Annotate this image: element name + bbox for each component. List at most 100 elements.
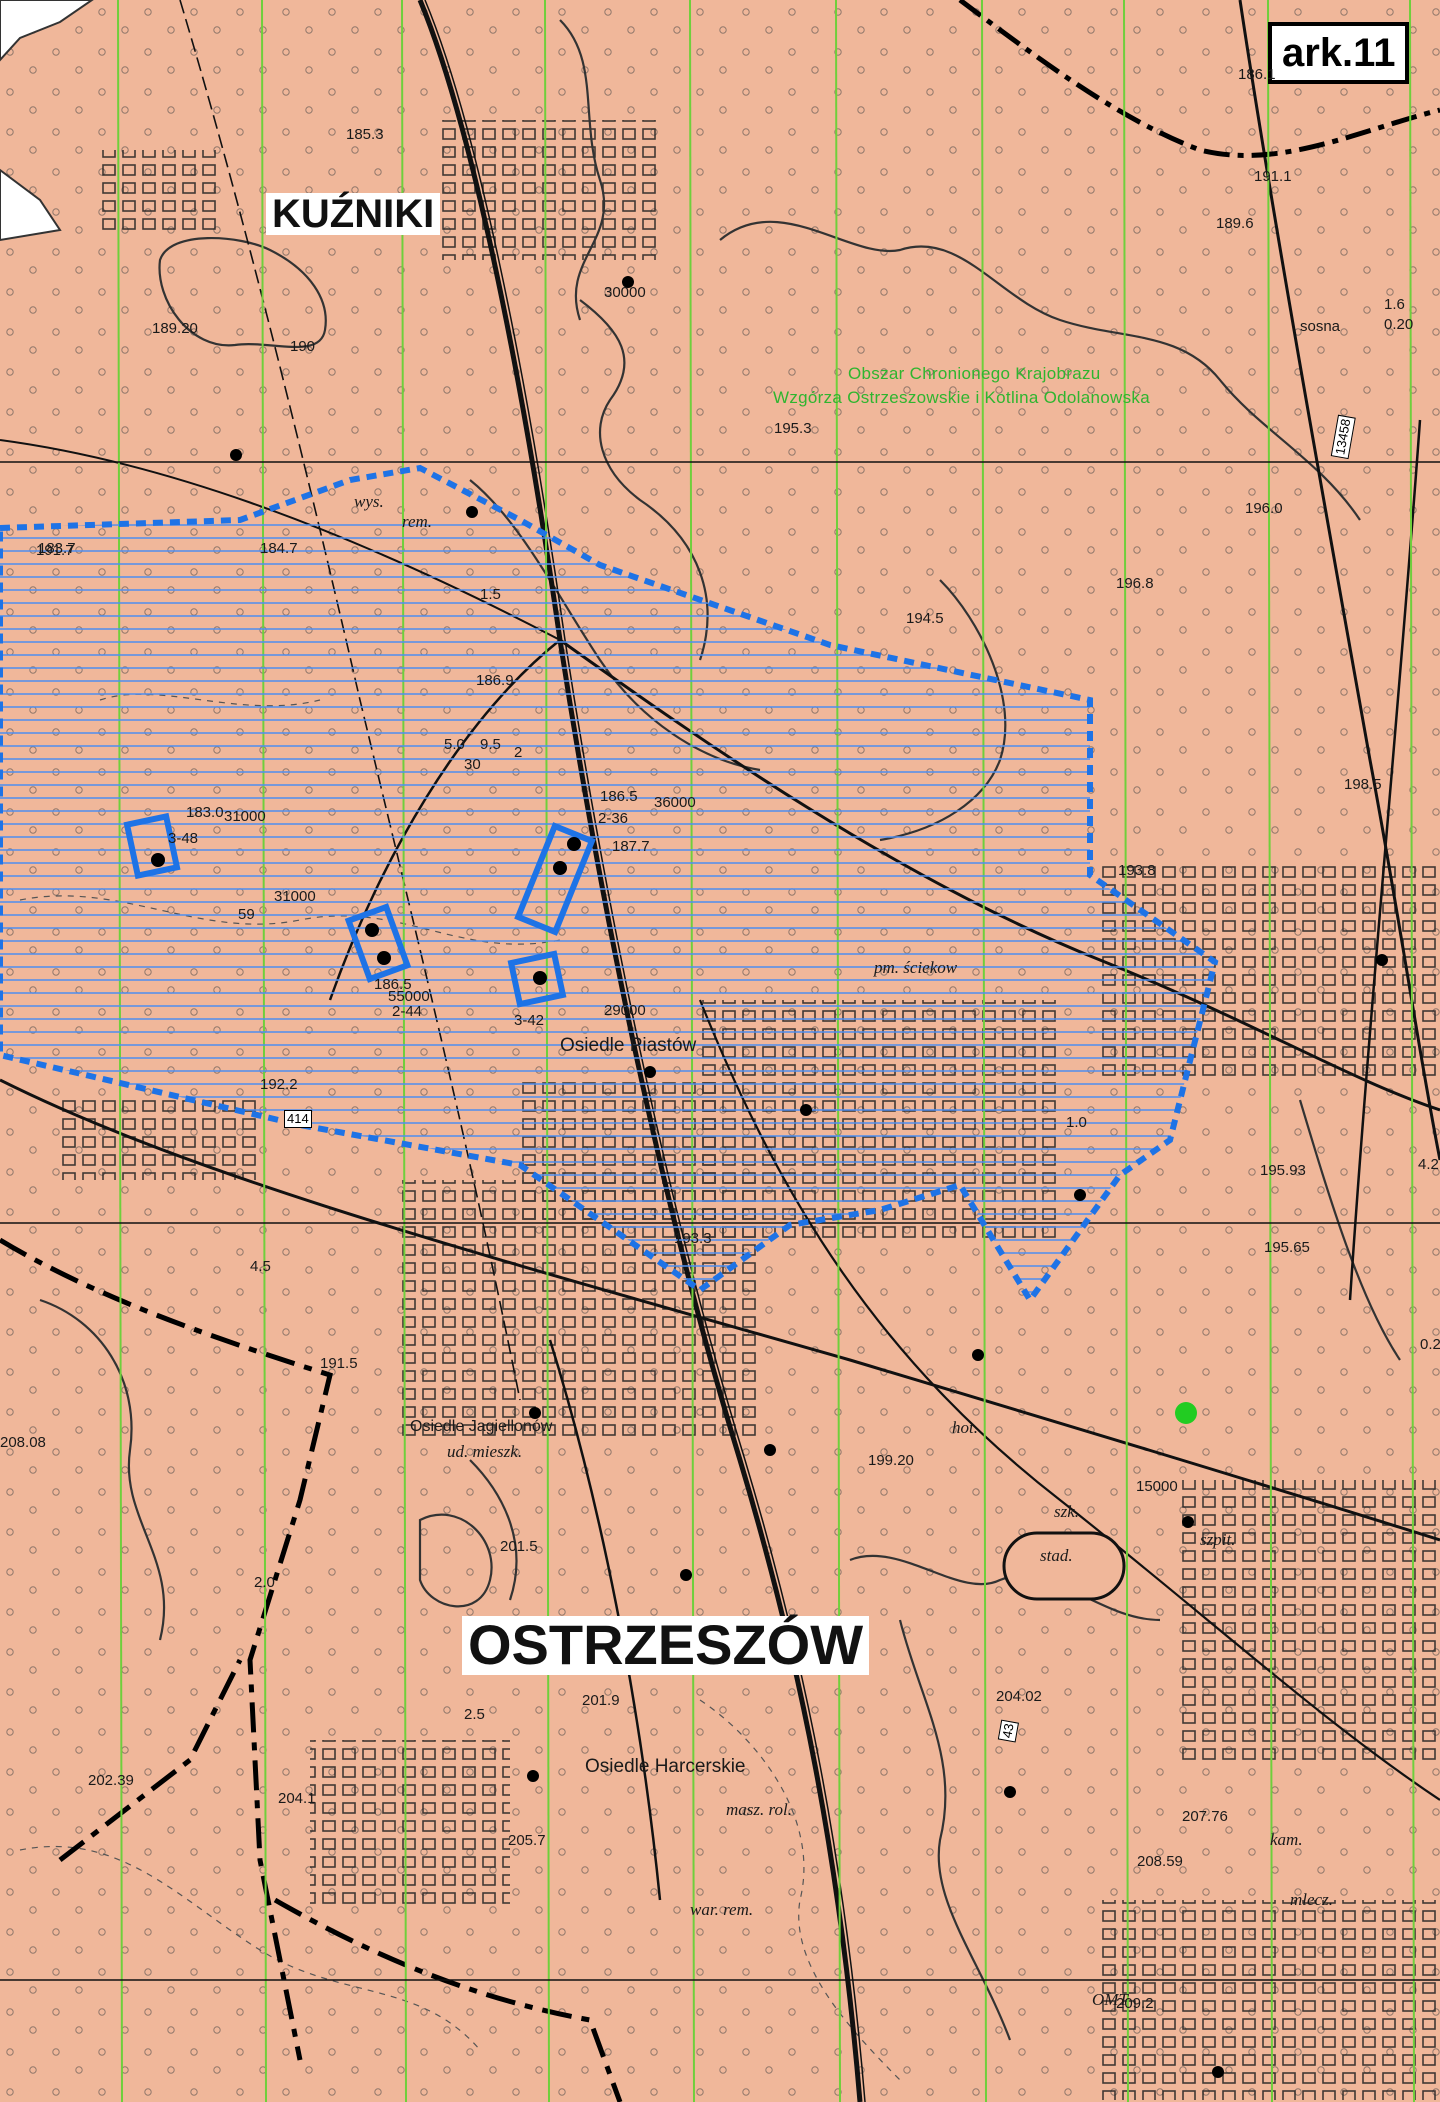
annotation-label-12: 5.0 [444, 736, 465, 753]
sheet-grid [0, 461, 1440, 1981]
elevation-label-18: 193.8 [1118, 862, 1156, 879]
annotation-label-8: 3-48 [168, 830, 199, 847]
elevation-label-29: 202.39 [88, 1772, 134, 1789]
meridian-grid [117, 0, 1415, 2102]
annotation-label-9: 59 [238, 906, 255, 923]
highlight-point[interactable] [1175, 1402, 1197, 1424]
place-label-kuzniki: KUŹNIKI [266, 193, 441, 235]
settlement-label-harcerskie: Osiedle Harcerskie [585, 1756, 746, 1777]
annotation-label-18: 4.5 [250, 1258, 271, 1275]
feature-note-4: stad. [1040, 1546, 1073, 1565]
elevation-label-4: 189.20 [152, 320, 198, 337]
elevation-label-28: 201.9 [582, 1692, 620, 1709]
annotation-label-3: 31000 [274, 888, 316, 905]
feature-note-1: rem. [402, 512, 433, 531]
deposit-sites [123, 812, 596, 1008]
elevation-label-3: 191.1 [1254, 168, 1292, 185]
feature-note-5: szk. [1054, 1502, 1080, 1521]
elevation-label-6: 191.7 [36, 542, 74, 559]
elevation-label-17: 198.5 [1344, 776, 1382, 793]
elevation-label-16: 183.0 [186, 804, 224, 821]
feature-note-6: szpit. [1200, 1530, 1236, 1549]
elevation-label-35: 208.08 [0, 1434, 46, 1451]
site-d[interactable] [507, 950, 567, 1008]
elevation-label-27: 204.02 [996, 1688, 1042, 1705]
annotation-label-10: 2-44 [392, 1003, 423, 1020]
annotation-label-7: 2-36 [598, 810, 629, 827]
elevation-label-20: 192.2 [260, 1076, 298, 1093]
stadium [1002, 1531, 1126, 1601]
annotation-label-25: 4.2 [1418, 1156, 1439, 1173]
annotation-label-2: 31000 [224, 808, 266, 825]
feature-note-2: pm. ściekow [874, 958, 958, 977]
elevation-label-21: 195.93 [1260, 1162, 1306, 1179]
annotation-label-21: 0.2 [1420, 1336, 1440, 1353]
elevation-label-34: 209.2 [1116, 1995, 1154, 2012]
admin-boundary-south [58, 1658, 243, 1862]
elevation-label-23: 195.65 [1264, 1239, 1310, 1256]
elevation-label-5: 190 [290, 338, 316, 355]
elevation-label-11: 196.8 [1116, 575, 1154, 592]
annotation-label-0: 30000 [604, 284, 646, 301]
admin-boundary-bottom [273, 1897, 623, 2102]
settlement-label-jagiellonow: Osiedle Jagiellonów [410, 1418, 553, 1435]
protected-area-subtitle: Wzgórza Ostrzeszowskie i Kotlina Odolano… [773, 388, 1150, 407]
elevation-label-0: 186.1 [1238, 66, 1276, 83]
elevation-label-22: 193.3 [674, 1230, 712, 1247]
site-c[interactable] [514, 822, 596, 936]
annotation-label-11: 3-42 [514, 1012, 545, 1029]
elevation-label-30: 204.1 [278, 1790, 316, 1807]
annotation-label-4: 55000 [388, 988, 430, 1005]
railway-line [958, 0, 1440, 158]
annotation-label-16: 1.5 [480, 586, 501, 603]
annotation-label-24: 0.20 [1384, 316, 1414, 333]
feature-note-7: kam. [1270, 1830, 1303, 1849]
elevation-label-8: 196.0 [1245, 500, 1283, 517]
annotation-label-19: 2.5 [464, 1706, 485, 1723]
site-b[interactable] [344, 903, 412, 983]
annotation-label-20: 2.0 [254, 1574, 275, 1591]
road-number-414: 414 [284, 1110, 312, 1128]
unmapped-edge [0, 168, 62, 242]
elevation-label-10: 184.7 [260, 540, 298, 557]
elevation-label-2: 189.6 [1216, 215, 1254, 232]
road-number-43: 43 [997, 1719, 1019, 1743]
annotation-label-5: 29000 [604, 1002, 646, 1019]
elevation-label-14: 186.5 [600, 788, 638, 805]
annotation-label-15: 2 [514, 744, 523, 761]
annotation-label-1: 36000 [654, 794, 696, 811]
sheet-number-badge: ark.11 [1268, 22, 1410, 84]
place-label-ostrzeszow: OSTRZESZÓW [462, 1615, 870, 1675]
feature-note-8: masz. rol. [726, 1800, 792, 1819]
site-a[interactable] [123, 812, 181, 880]
elevation-label-13: 186.9 [476, 672, 514, 689]
auxiliary-contours [19, 693, 901, 2081]
borehole-points [151, 276, 1388, 2078]
annotation-label-23: 1.6 [1384, 296, 1405, 313]
feature-note-12: ud. mieszk. [447, 1442, 523, 1461]
elevation-label-26: 201.5 [500, 1538, 538, 1555]
unmapped-corner [0, 0, 94, 62]
annotation-label-13: 9.5 [480, 736, 501, 753]
annotation-label-22: sosna [1300, 318, 1341, 335]
protected-zone-boundary[interactable] [0, 464, 1219, 1306]
feature-note-9: war. rem. [690, 1900, 754, 1919]
annotation-label-17: 1.0 [1066, 1114, 1087, 1131]
settlement-label-piastow: Osiedle Piastów [560, 1035, 697, 1056]
elevation-label-1: 185.3 [346, 126, 384, 143]
elevation-label-19: 186.5 [374, 976, 412, 993]
feature-note-10: mlecz. [1290, 1890, 1333, 1909]
feature-note-11: OMT [1092, 1990, 1128, 2009]
elevation-label-32: 207.76 [1182, 1808, 1228, 1825]
annotation-label-6: 15000 [1136, 1478, 1178, 1495]
admin-boundary-west [0, 1237, 333, 2061]
elevation-label-15: 187.7 [612, 838, 650, 855]
feature-note-3: hot. [952, 1418, 978, 1437]
protected-area-title: Obszar Chronionego Krajobrazu [848, 364, 1101, 383]
elevation-label-31: 205.7 [508, 1832, 546, 1849]
elevation-label-12: 194.5 [906, 610, 944, 627]
annotation-label-14: 30 [464, 756, 481, 773]
elevation-label-24: 191.5 [320, 1355, 358, 1372]
